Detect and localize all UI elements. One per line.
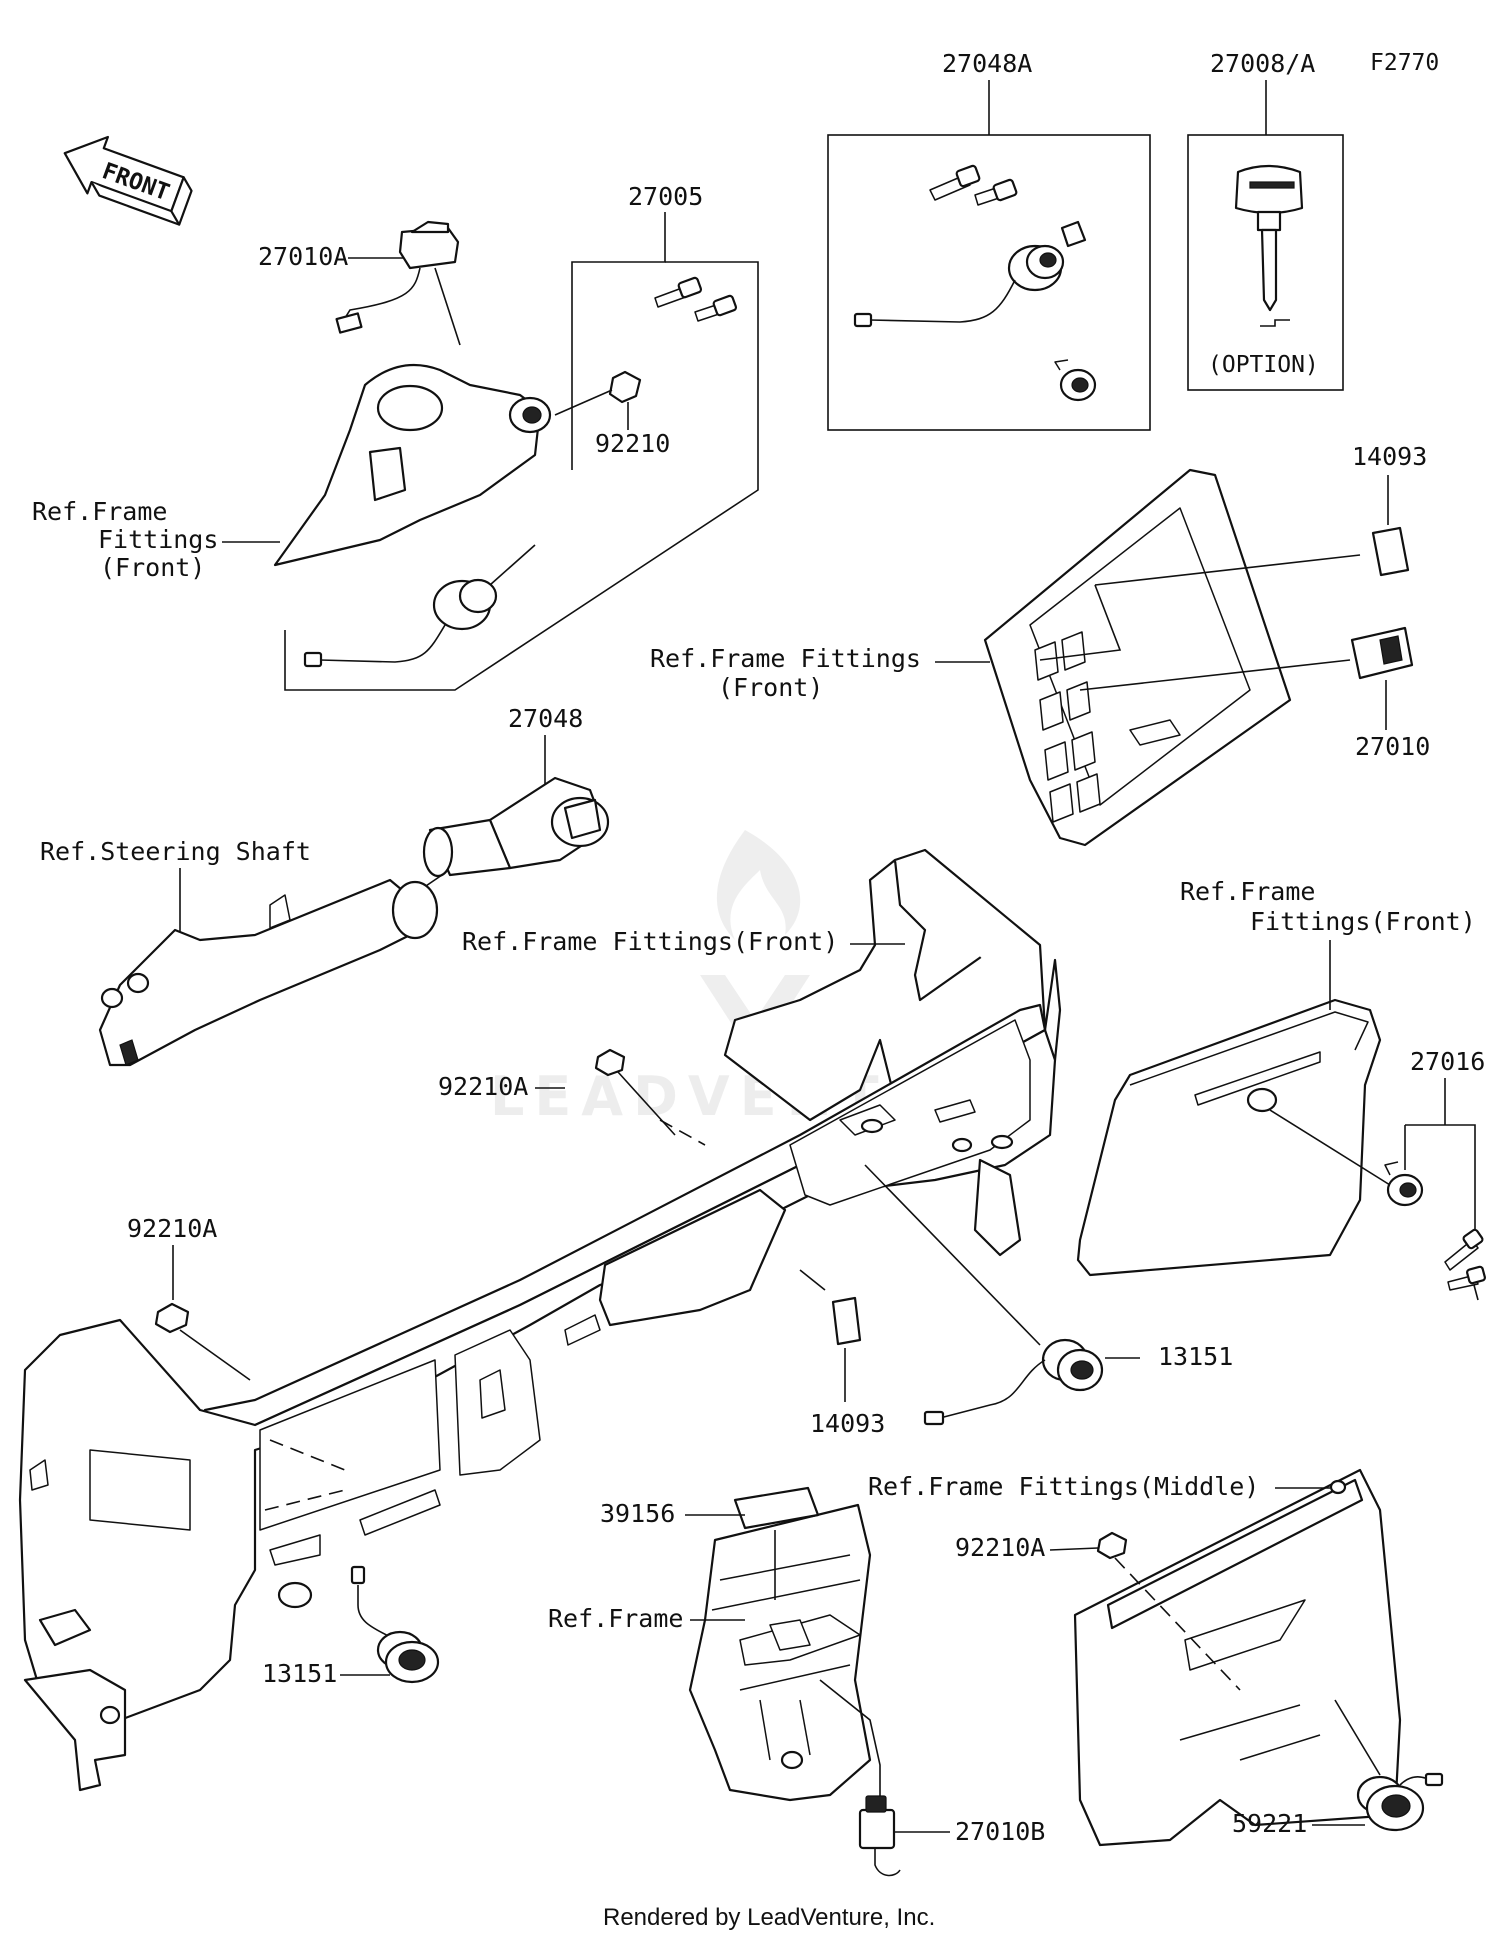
- ref-frame-front-tl-1: Ref.Frame: [32, 497, 167, 526]
- ignition-switch-lower-icon: [303, 544, 536, 668]
- key-icon: [1234, 164, 1304, 327]
- key-cylinder-icon: [1054, 359, 1097, 402]
- label-92210: 92210: [595, 429, 670, 458]
- upper-cowl: Ref.Frame Fittings (Front): [32, 363, 552, 668]
- label-39156: 39156: [600, 1499, 675, 1528]
- frame-middle-panel: Ref.Frame Fittings(Middle) 92210A 59221: [868, 1468, 1444, 1847]
- socket-13151-right: 13151: [864, 1164, 1233, 1426]
- switch-27010a: 27010A: [258, 220, 461, 346]
- label-92210a-left: 92210A: [127, 1214, 217, 1243]
- nut-92210a-left: 92210A: [127, 1214, 251, 1381]
- ref-frame-front-right-1: Ref.Frame: [1180, 877, 1315, 906]
- ref-frame-middle: Ref.Frame Fittings(Middle): [868, 1472, 1259, 1501]
- diagram-code: F2770: [1370, 50, 1439, 76]
- front-arrow-icon: FRONT: [63, 135, 193, 226]
- label-13151-left: 13151: [262, 1659, 337, 1688]
- label-13151-right: 13151: [1158, 1342, 1233, 1371]
- keys-small-icon: [654, 276, 738, 322]
- socket-13151-left: 13151: [262, 1565, 440, 1688]
- ref-steering-shaft: Ref.Steering Shaft: [40, 837, 311, 866]
- nut-92210: 92210: [554, 276, 738, 458]
- lock-set-27016: 27016: [1384, 1047, 1486, 1301]
- option-box-27008a: 27008/A (OPTION): [1187, 49, 1344, 391]
- label-92210a-mid: 92210A: [438, 1072, 528, 1101]
- footer-credit: Rendered by LeadVenture, Inc.: [603, 1904, 935, 1931]
- frame-bottom: Ref.Frame 39156 27010B: [548, 1486, 1045, 1877]
- label-14093-bottom: 14093: [810, 1409, 885, 1438]
- label-27010a: 27010A: [258, 242, 348, 271]
- option-label: (OPTION): [1208, 352, 1319, 378]
- keys-icon: [929, 164, 1018, 206]
- keys-27016-icon: [1444, 1228, 1486, 1301]
- label-27048: 27048: [508, 704, 583, 733]
- label-27010b: 27010B: [955, 1817, 1045, 1846]
- label-14093-top: 14093: [1352, 442, 1427, 471]
- label-27048a: 27048A: [942, 49, 1032, 78]
- kit-box-27048a: 27048A: [827, 49, 1151, 431]
- ref-frame-front-right-2: Fittings(Front): [1250, 907, 1476, 936]
- ref-frame-bottom: Ref.Frame: [548, 1604, 683, 1633]
- label-27005: 27005: [628, 182, 703, 211]
- ignition-switch-27048: 27048: [419, 704, 610, 891]
- steering-shaft: Ref.Steering Shaft: [40, 837, 439, 1067]
- ref-frame-front-tl-3: (Front): [100, 553, 205, 582]
- ref-frame-front-mid-2: (Front): [718, 673, 823, 702]
- ref-frame-front-tl-2: Fittings: [98, 525, 218, 554]
- label-59221: 59221: [1232, 1809, 1307, 1838]
- bracket-27005: 27005: [284, 182, 759, 691]
- label-27016: 27016: [1410, 1047, 1485, 1076]
- nut-92210a-mid: 92210A: [438, 1048, 676, 1136]
- pad-14093-bottom: 14093: [799, 1269, 885, 1438]
- label-92210a-bottom: 92210A: [955, 1533, 1045, 1562]
- glove-box-lid: Ref.Frame Fittings(Front): [1076, 877, 1476, 1277]
- ref-frame-front-center: Ref.Frame Fittings(Front): [462, 927, 838, 956]
- ref-frame-front-mid-1: Ref.Frame Fittings: [650, 644, 921, 673]
- main-dashboard: Ref.Frame Fittings(Front): [18, 848, 1062, 1792]
- ignition-switch-icon: [853, 220, 1087, 328]
- meter-panel: Ref.Frame Fittings (Front) 14093 27010: [650, 442, 1430, 847]
- label-27010: 27010: [1355, 732, 1430, 761]
- label-27008a: 27008/A: [1210, 49, 1315, 78]
